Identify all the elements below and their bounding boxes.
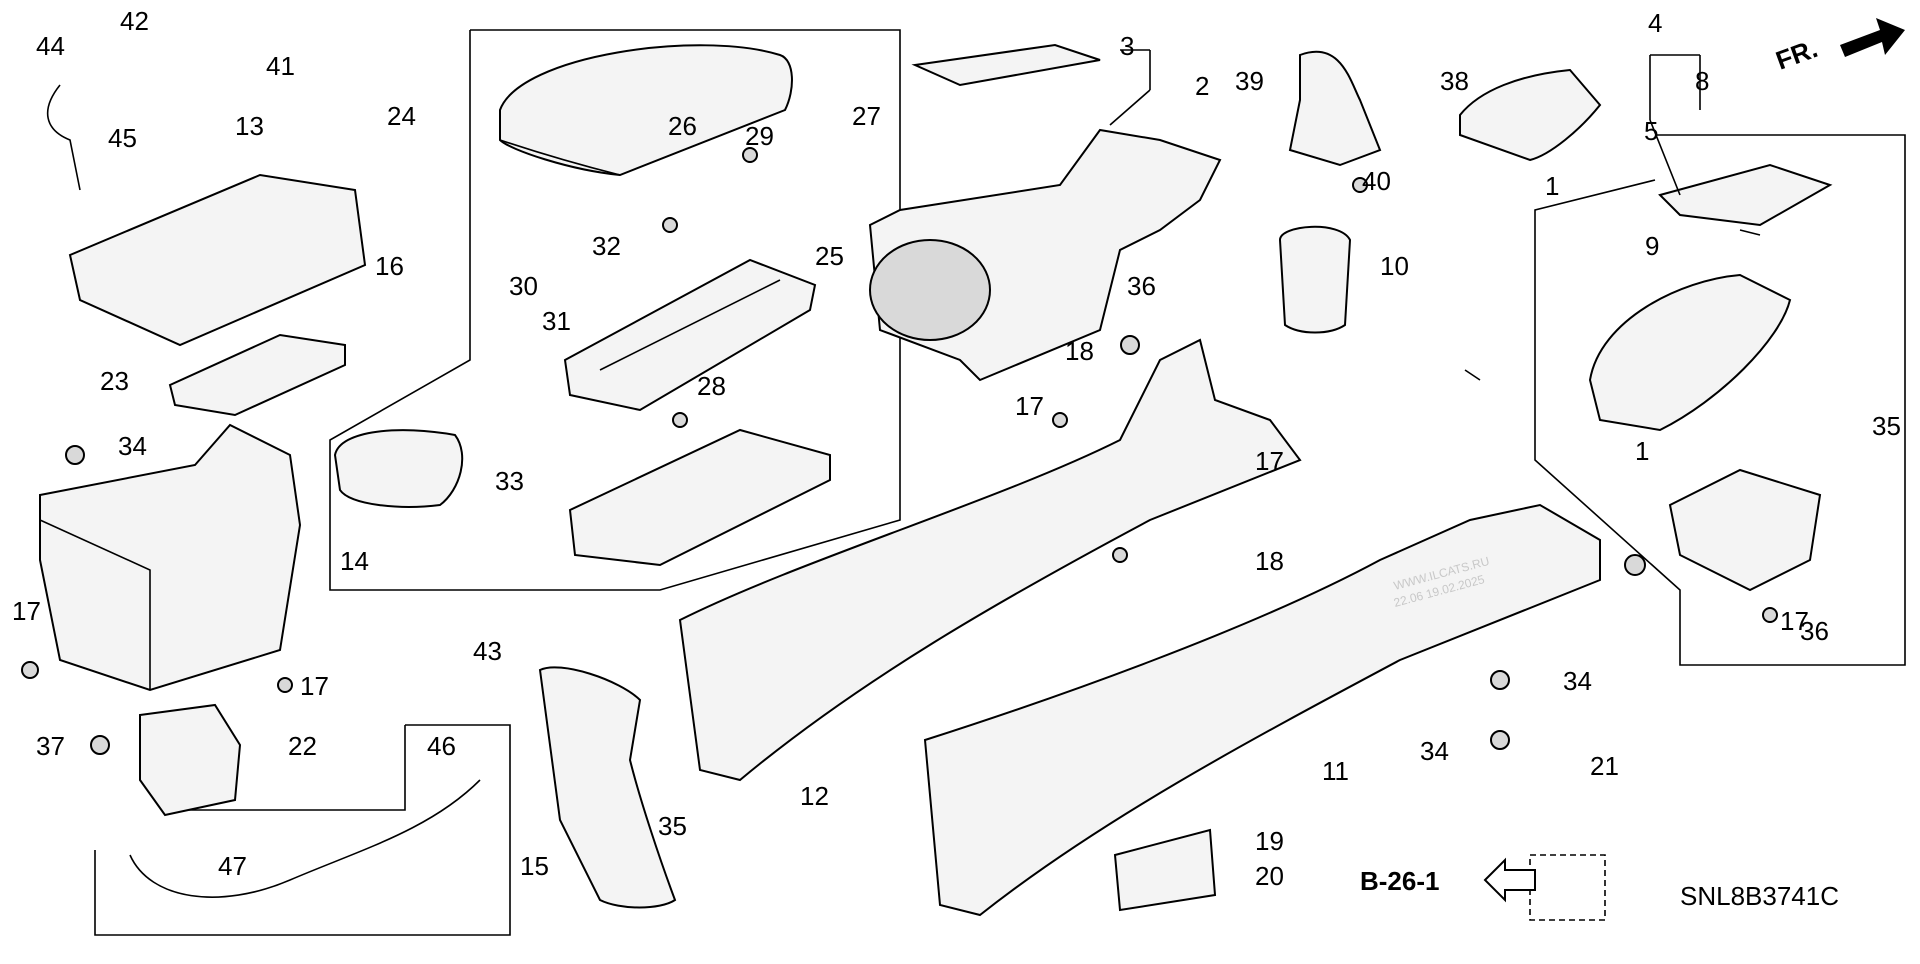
lid-cover <box>1113 828 1217 912</box>
callout-29: 29 <box>745 121 774 151</box>
rear-bezel <box>1588 273 1792 432</box>
harness-45 <box>46 84 81 191</box>
callout-18: 18 <box>1255 546 1284 576</box>
callout-13: 13 <box>235 111 264 141</box>
pocket-mat <box>168 333 346 417</box>
reference-label: B-26-1 <box>1360 866 1439 896</box>
rear-panel <box>1658 163 1833 227</box>
callout-45: 45 <box>108 123 137 153</box>
callout-21: 21 <box>1590 751 1619 781</box>
callout-32: 32 <box>592 231 621 261</box>
callout-12: 12 <box>800 781 829 811</box>
callout-37: 37 <box>36 731 65 761</box>
callout-11: 11 <box>1322 756 1349 786</box>
upper-console <box>868 128 1222 382</box>
direction-arrow-icon <box>1840 18 1905 57</box>
side-panel-left <box>678 338 1302 782</box>
console-box <box>39 423 302 692</box>
callout-5: 5 <box>1644 116 1658 146</box>
callout-47: 47 <box>218 851 247 881</box>
callout-17: 17 <box>1780 606 1809 636</box>
callout-19: 19 <box>1255 826 1284 856</box>
armrest-trim <box>568 428 831 567</box>
armrest-hinge-base <box>563 258 817 412</box>
callout-34: 34 <box>1420 736 1449 766</box>
callout-22: 22 <box>288 731 317 761</box>
front-trim <box>538 666 677 909</box>
callout-17: 17 <box>12 596 41 626</box>
detail-box <box>1529 854 1606 921</box>
callout-8: 8 <box>1695 66 1709 96</box>
shift-boot <box>1288 50 1382 167</box>
cup-holder <box>1278 225 1352 334</box>
callout-labels: 1123458910111213141516171717171718181920… <box>12 6 1901 891</box>
direction-label: FR. <box>1772 33 1822 76</box>
callout-34: 34 <box>118 431 147 461</box>
callout-43: 43 <box>473 636 502 666</box>
callout-28: 28 <box>697 371 726 401</box>
armrest-cushion <box>333 429 464 508</box>
callout-35: 35 <box>658 811 687 841</box>
tray-mat <box>911 43 1101 87</box>
callout-26: 26 <box>668 111 697 141</box>
callout-1: 1 <box>1635 436 1649 466</box>
callout-15: 15 <box>520 851 549 881</box>
callout-44: 44 <box>36 31 65 61</box>
group-outline-bracket <box>170 725 406 811</box>
callout-17: 17 <box>1015 391 1044 421</box>
group-outline-harness <box>94 724 511 936</box>
callout-34: 34 <box>1563 666 1592 696</box>
callout-16: 16 <box>375 251 404 281</box>
leader-lines <box>1109 49 1761 381</box>
rear-pocket <box>1668 468 1822 592</box>
callout-41: 41 <box>266 51 295 81</box>
callout-4: 4 <box>1648 8 1662 38</box>
side-panel-right <box>923 503 1601 917</box>
callout-24: 24 <box>387 101 416 131</box>
callout-31: 31 <box>542 306 571 336</box>
callout-36: 36 <box>1800 616 1829 646</box>
console-pocket <box>68 173 367 347</box>
harness-44 <box>129 779 481 898</box>
callout-14: 14 <box>340 546 369 576</box>
callout-42: 42 <box>120 6 149 36</box>
group-outline-panel <box>1534 134 1906 666</box>
callout-40: 40 <box>1362 166 1391 196</box>
callout-9: 9 <box>1645 231 1659 261</box>
group-outline-armrest <box>329 29 901 591</box>
callout-20: 20 <box>1255 861 1284 891</box>
armrest-lid <box>499 44 793 177</box>
callout-2: 2 <box>1195 71 1209 101</box>
fasteners <box>21 147 1778 755</box>
bracket <box>139 703 242 817</box>
callout-10: 10 <box>1380 251 1409 281</box>
callout-25: 25 <box>815 241 844 271</box>
callout-39: 39 <box>1235 66 1264 96</box>
callout-17: 17 <box>1255 446 1284 476</box>
callout-1: 1 <box>1545 171 1559 201</box>
drawing-code: SNL8B3741C <box>1680 881 1839 911</box>
reference-arrow-icon <box>1483 857 1536 903</box>
callout-46: 46 <box>427 731 456 761</box>
callout-23: 23 <box>100 366 129 396</box>
callout-18: 18 <box>1065 336 1094 366</box>
callout-36: 36 <box>1127 271 1156 301</box>
callout-27: 27 <box>852 101 881 131</box>
callout-33: 33 <box>495 466 524 496</box>
callout-35: 35 <box>1872 411 1901 441</box>
callout-3: 3 <box>1120 31 1134 61</box>
shift-bezel <box>1459 68 1602 162</box>
callout-30: 30 <box>509 271 538 301</box>
callout-17: 17 <box>300 671 329 701</box>
callout-38: 38 <box>1440 66 1469 96</box>
